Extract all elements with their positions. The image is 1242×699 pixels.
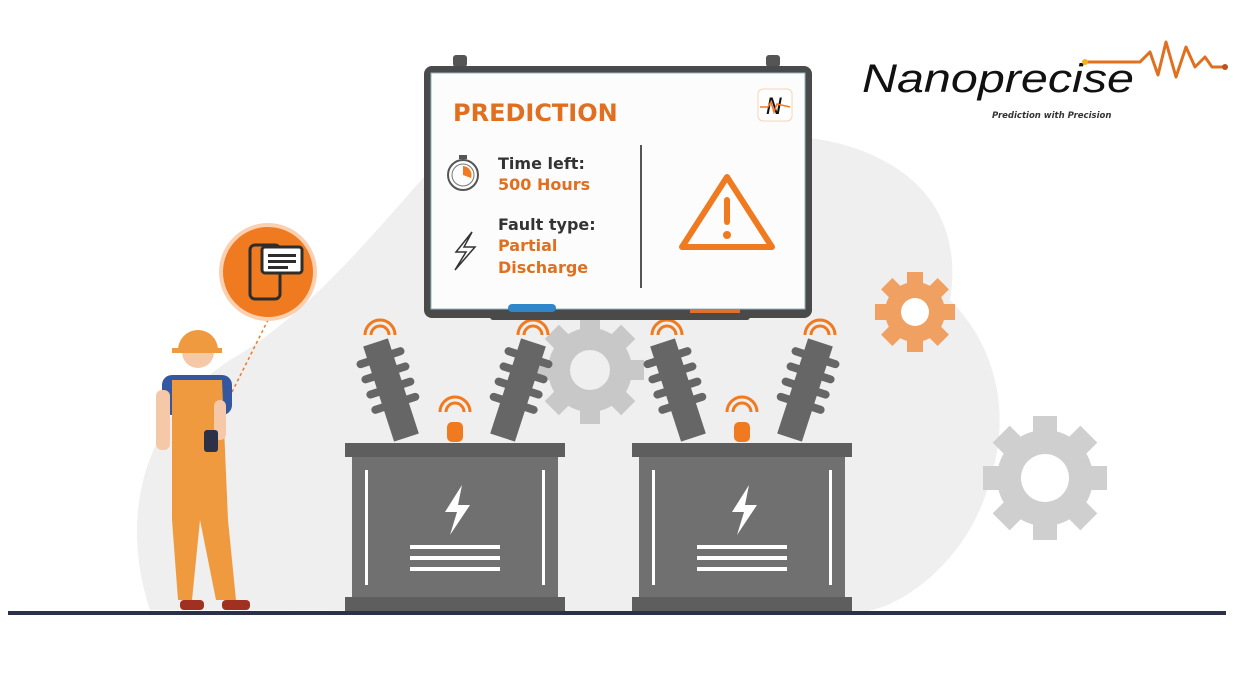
logo-name: Nanoprecise xyxy=(862,57,1134,101)
fault-type-value-1: Partial xyxy=(498,236,557,255)
gear-icon-gray-large xyxy=(983,416,1107,540)
nanoprecise-logo: Nanoprecise Prediction with Precision xyxy=(862,40,1228,121)
fault-type-value-2: Discharge xyxy=(498,258,588,277)
svg-text:N: N xyxy=(766,95,782,120)
stopwatch-icon xyxy=(447,155,479,191)
time-left-value: 500 Hours xyxy=(498,175,590,194)
badge-logo-icon: N xyxy=(757,88,793,122)
prediction-whiteboard: PREDICTION N Time left: 500 Hours Fault … xyxy=(424,55,812,320)
ground-line xyxy=(8,611,1226,615)
worker-figure xyxy=(156,319,269,610)
fault-type-label: Fault type: xyxy=(498,215,596,234)
phone-message-icon xyxy=(219,223,317,321)
gear-icon-orange xyxy=(875,272,955,352)
time-left-label: Time left: xyxy=(498,154,585,173)
transformer-left xyxy=(345,318,565,611)
board-title: PREDICTION xyxy=(453,99,618,127)
logo-tagline: Prediction with Precision xyxy=(992,111,1111,121)
lightning-icon xyxy=(445,485,470,535)
lightning-icon xyxy=(454,231,477,271)
warning-icon xyxy=(679,174,775,250)
waveform-icon xyxy=(1085,40,1225,79)
transformer-right xyxy=(632,318,852,611)
gear-icon-gray-back xyxy=(536,316,644,424)
